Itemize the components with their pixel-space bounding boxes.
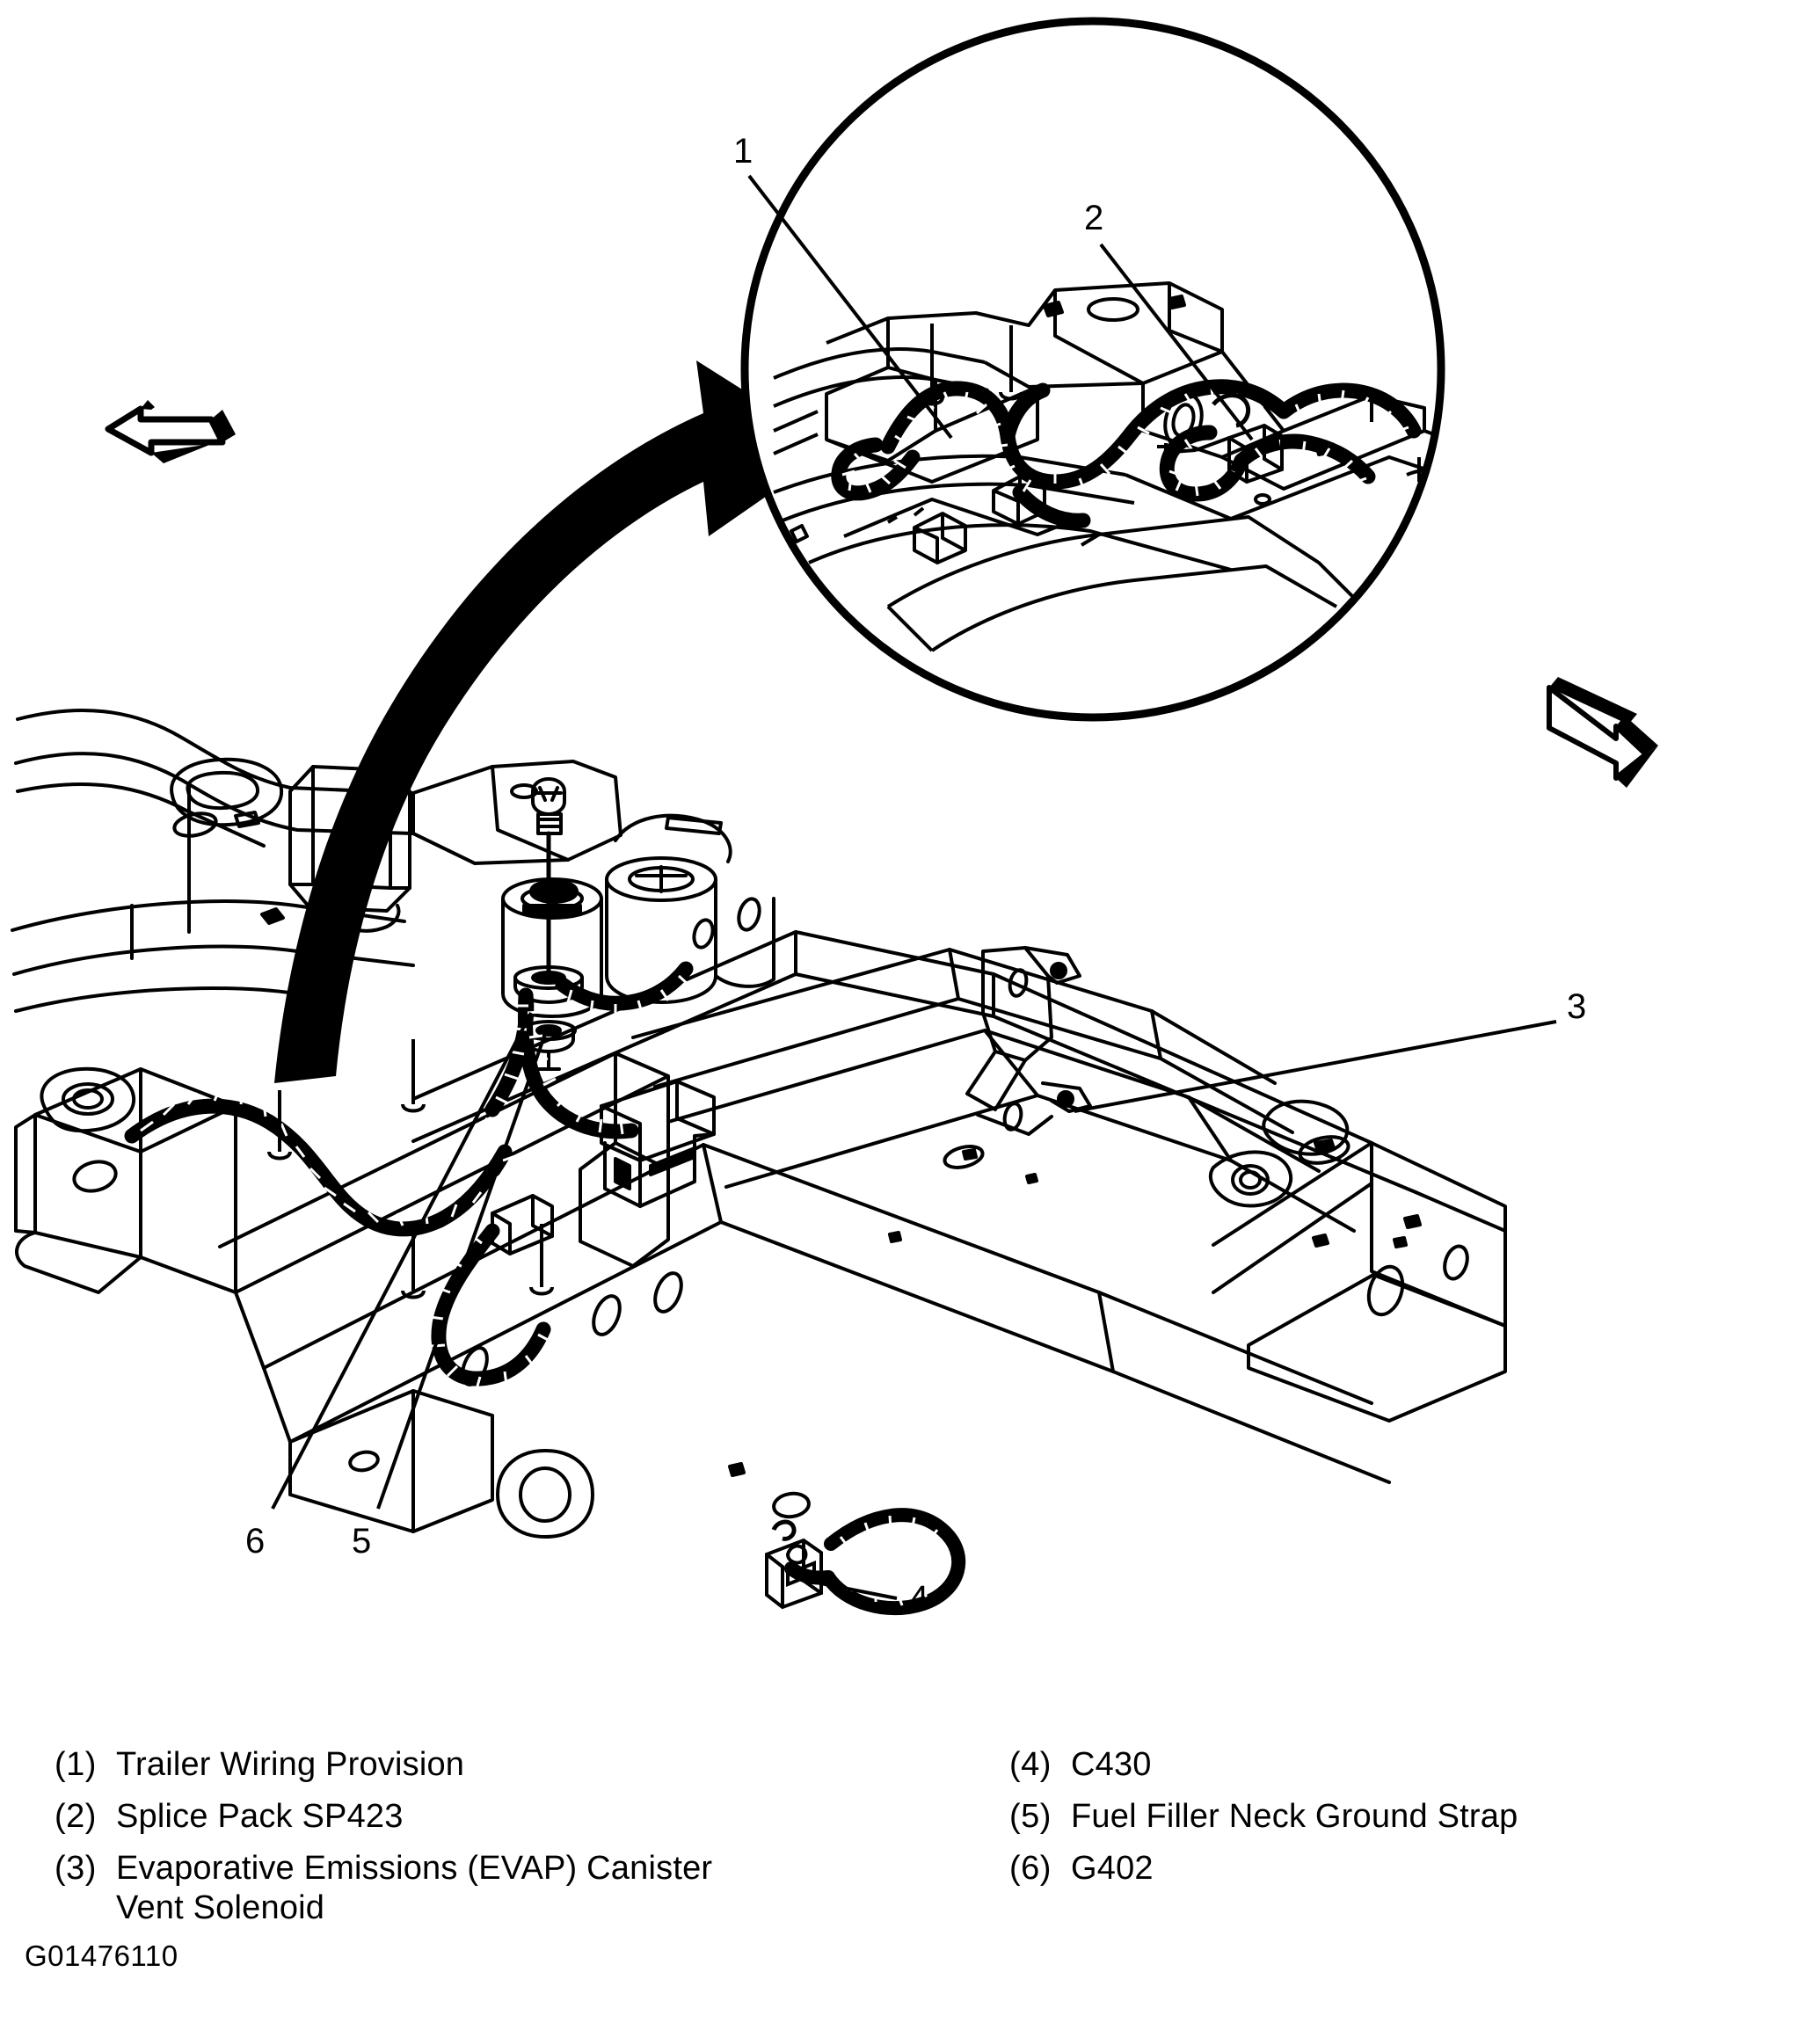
legend: (1) Trailer Wiring Provision (2) Splice … [0,1745,1820,1974]
leader-5 [376,1033,547,1510]
leader-2 [1099,243,1254,441]
legend-item-1: (1) Trailer Wiring Provision [55,1745,899,1785]
figure-id-code: G01476110 [25,1939,178,1972]
callout-number-4: 4 [909,1579,929,1618]
legend-item-6: (6) G402 [1009,1849,1783,1888]
left-mount-eyelet [40,1066,136,1133]
legend-label-3: Evaporative Emissions (EVAP) Canister Ve… [116,1850,713,1926]
rear-crossmember-near [288,1389,494,1533]
legend-number-2: (2) [55,1798,97,1835]
evap-mount-bracket [965,946,1092,1136]
c430-connector-assembly [765,1508,966,1616]
leader-6 [271,1012,533,1510]
ground-strap-stack [513,965,584,1071]
left-rear-rails [11,709,415,1013]
harness-push-pin-retainers [267,1039,554,1299]
main-callout-leaders [271,1012,1557,1600]
legend-item-5: (5) Fuel Filler Neck Ground Strap [1009,1797,1783,1837]
legend-item-3: (3) Evaporative Emissions (EVAP) Caniste… [55,1849,899,1928]
legend-number-3: (3) [55,1850,97,1887]
callout-number-1: 1 [733,132,753,171]
callout-number-2: 2 [1084,199,1104,237]
callout-number-5: 5 [352,1522,372,1561]
legend-label-4: C430 [1071,1746,1152,1783]
legend-label-5: Fuel Filler Neck Ground Strap [1071,1798,1518,1835]
legend-number-5: (5) [1009,1798,1052,1835]
leader-3 [1074,1020,1557,1113]
inset-circle-border [740,17,1445,722]
main-wiring-harness [124,961,694,1386]
evap-vent-solenoid [600,1080,716,1208]
legend-number-1: (1) [55,1746,97,1783]
callout-number-3: 3 [1567,987,1587,1026]
inset-callout-leaders [747,174,1254,441]
legend-column-left: (1) Trailer Wiring Provision (2) Splice … [55,1745,899,1940]
body-mount-tower-right [605,813,775,1004]
mounting-bolt [531,777,566,977]
legend-item-4: (4) C430 [1009,1745,1783,1785]
right-mount-eyelet [1262,1099,1350,1156]
legend-label-6: G402 [1071,1850,1154,1887]
left-frame-rail-end [14,1067,237,1294]
leader-4 [797,1577,898,1600]
inset-contents [773,281,1438,652]
legend-item-2: (2) Splice Pack SP423 [55,1797,899,1837]
legend-number-4: (4) [1009,1746,1052,1783]
main-frame-illustration [11,709,1507,1565]
legend-label-1: Trailer Wiring Provision [116,1746,465,1783]
center-crossmember [631,948,1356,1243]
main-harness-ribs [140,974,690,1390]
leader-1 [747,174,953,440]
harness-retainer-block [491,1194,554,1255]
legend-number-6: (6) [1009,1850,1052,1887]
direction-arrow-inset-icon [1547,677,1658,788]
legend-label-2: Splice Pack SP423 [116,1798,404,1835]
left-body-mount-bushing [170,757,284,838]
callout-number-6: 6 [245,1522,266,1561]
near-frame-rail [218,1052,1391,1565]
direction-arrow-left-icon [105,400,236,463]
legend-column-right: (4) C430 (5) Fuel Filler Neck Ground Str… [1009,1745,1783,1901]
